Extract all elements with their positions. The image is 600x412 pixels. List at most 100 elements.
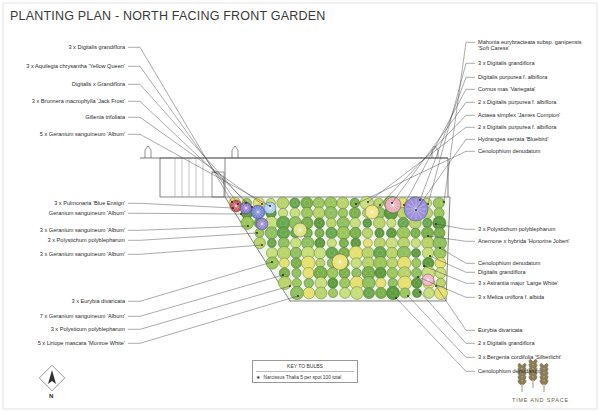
plant-texture: [401, 250, 407, 256]
plant-texture: [354, 290, 360, 296]
plant-symbol: [290, 247, 301, 258]
plant-texture: [333, 262, 340, 263]
leader-dot: [282, 274, 284, 276]
leader-dot: [443, 201, 445, 203]
plant-texture: [267, 204, 270, 208]
leader-dot: [419, 291, 421, 293]
leader-dot: [439, 247, 441, 249]
plant-texture: [377, 241, 382, 246]
leader-dot: [435, 285, 437, 287]
plant-texture: [262, 221, 266, 224]
plant-texture: [304, 200, 310, 206]
plant-label: 5 x Geranium sanguineum 'Album': [40, 131, 125, 137]
plant-label: 2 x Digitalis grandiflora: [478, 340, 535, 346]
plant-texture: [246, 205, 250, 208]
feature-plant: [293, 223, 307, 237]
plant-texture: [330, 241, 334, 245]
plant-symbol: [339, 238, 348, 247]
plant-label: Anemone x hybrida 'Honorine Jobert': [478, 238, 570, 244]
plant-texture: [316, 210, 321, 215]
plant-label: 2 x Digitalis purpurea f. albiflora: [478, 99, 556, 105]
plant-texture: [334, 262, 340, 265]
plant-label: Gillenia trifoliata: [85, 114, 125, 120]
plant-texture: [270, 208, 273, 212]
plant-texture: [425, 221, 429, 225]
plant-symbol: [363, 287, 374, 298]
plant-texture: [414, 271, 419, 276]
leader-dot: [247, 225, 249, 227]
plant-texture: [425, 276, 428, 280]
plant-texture: [426, 260, 431, 265]
plant-texture: [365, 231, 370, 236]
plant-texture: [330, 271, 335, 276]
plant-texture: [354, 280, 360, 286]
plant-texture: [281, 250, 287, 256]
leader-dot: [429, 255, 431, 257]
plant-symbol: [315, 238, 325, 248]
logo-wheat: [517, 359, 548, 392]
plant-texture: [366, 241, 370, 245]
leader-dot: [435, 223, 437, 225]
compass-letter: N: [49, 393, 53, 399]
leader-line: [128, 84, 246, 203]
plant-texture: [342, 241, 346, 245]
plant-texture: [372, 212, 375, 217]
plant-symbol: [373, 217, 385, 229]
plant-symbol: [325, 207, 338, 220]
plant-texture: [294, 290, 300, 296]
plant-texture: [389, 221, 393, 225]
plant-texture: [305, 250, 311, 256]
plant-texture: [369, 207, 372, 212]
plant-texture: [389, 250, 394, 255]
plant-label: 5 x Liriope mascara 'Monroe White': [38, 340, 125, 346]
leader-dot: [417, 276, 419, 278]
plant-texture: [414, 281, 419, 286]
plant-texture: [342, 281, 347, 286]
leader-line: [128, 262, 272, 301]
plant-texture: [407, 209, 416, 214]
plant-texture: [318, 280, 323, 285]
plant-symbol: [328, 278, 338, 288]
leader-line: [420, 77, 475, 200]
plant-texture: [377, 220, 382, 225]
leader-dot: [261, 244, 263, 246]
plant-label: Digitalis grandiflora: [478, 269, 526, 275]
plant-texture: [379, 291, 384, 296]
plant-texture: [318, 270, 324, 276]
plant-texture: [270, 251, 275, 256]
plant-symbol: [386, 247, 398, 259]
plant-texture: [393, 205, 394, 212]
plant-texture: [268, 220, 274, 226]
plant-texture: [379, 281, 384, 286]
plant-symbol: [292, 268, 301, 277]
plant-symbol: [315, 287, 327, 299]
plant-label: 3 x Aquilegia chrysantha 'Yellow Queen': [26, 63, 125, 69]
plant-texture: [386, 205, 393, 206]
plant-symbol: [327, 238, 336, 247]
leader-line: [408, 296, 475, 357]
leader-dot: [289, 285, 291, 287]
leader-line: [128, 134, 270, 206]
plant-texture: [425, 240, 431, 246]
leader-dot: [379, 204, 381, 206]
plant-symbol: [386, 286, 399, 299]
plan-title: PLANTING PLAN - NORTH FACING FRONT GARDE…: [10, 9, 325, 23]
plant-texture: [401, 240, 406, 245]
plant-texture: [391, 281, 395, 285]
leader-dot: [423, 265, 425, 267]
plant-symbol: [326, 218, 336, 228]
plant-texture: [258, 224, 262, 227]
plant-texture: [340, 259, 346, 262]
plant-symbol: [363, 219, 372, 228]
plant-label: Hydrangea serrata 'Bluebird': [478, 136, 549, 142]
plant-symbol: [314, 218, 325, 229]
plant-texture: [242, 208, 246, 211]
leader-line: [128, 203, 233, 208]
plant-texture: [353, 211, 358, 216]
plant-texture: [305, 220, 310, 225]
leader-line: [404, 89, 475, 205]
plant-texture: [425, 230, 430, 235]
plant-symbol: [277, 246, 290, 259]
plant-symbol: [411, 238, 421, 248]
plant-texture: [353, 201, 357, 205]
